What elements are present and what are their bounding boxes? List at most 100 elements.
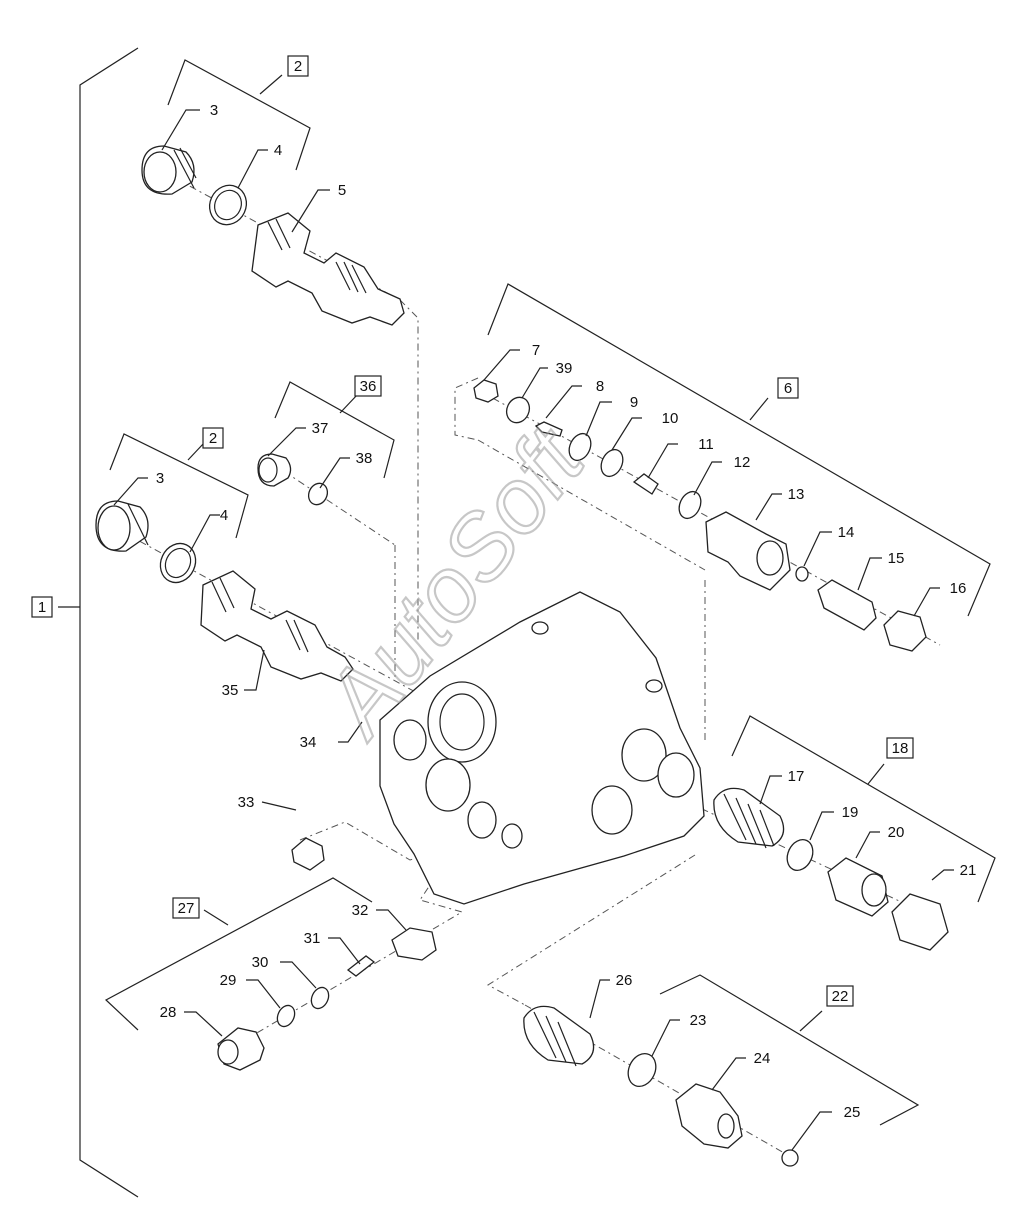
part-label-text-36: 36 [360,378,377,395]
screen-39 [505,396,531,424]
ring-9 [568,432,592,462]
part-label-text-22: 22 [832,988,849,1005]
part-label-8: 8 [596,378,604,395]
part-15 [817,579,877,631]
part-label-36: 36 [354,375,382,397]
leader-lines [113,109,954,1151]
part-label-33: 33 [238,794,255,811]
part-32 [391,927,437,961]
part-label-35: 35 [222,682,239,699]
ring-29 [276,1004,296,1028]
parts-artwork [95,145,949,1167]
part-label-text-19: 19 [842,804,859,821]
plug-3-top [141,145,197,195]
part-label-22: 22 [826,985,854,1007]
part-label-38: 38 [356,450,373,467]
part-label-34: 34 [300,734,317,751]
part-label-text-32: 32 [352,902,369,919]
part-label-3a: 3 [210,102,218,119]
part-label-text-12: 12 [734,454,751,471]
part-label-4b: 4 [220,507,228,524]
part-7 [473,379,499,403]
part-label-4a: 4 [274,142,282,159]
part-label-text-30: 30 [252,954,269,971]
part-label-text-10: 10 [662,410,679,427]
part-label-9: 9 [630,394,638,411]
part-label-box-27 [172,897,200,919]
part-labels: 1223344567891011121314151617181920212223… [31,55,977,1121]
part-label-text-13: 13 [788,486,805,503]
part-label-text-9: 9 [630,394,638,411]
part-label-39: 39 [556,360,573,377]
part-label-18: 18 [886,737,914,759]
part-label-11: 11 [698,436,714,453]
part-label-23: 23 [690,1012,707,1029]
part-label-24: 24 [754,1050,771,1067]
part-12 [678,490,702,520]
part-label-6: 6 [777,377,799,399]
ring-10 [600,448,624,478]
part-label-text-3b: 3 [156,470,164,487]
part-label-26: 26 [616,972,633,989]
pin-8 [534,421,563,437]
part-label-box-1 [31,596,53,618]
part-label-27: 27 [172,897,200,919]
part-label-text-24: 24 [754,1050,771,1067]
part-label-28: 28 [160,1004,177,1021]
spring-11 [632,473,659,495]
part-label-text-18: 18 [892,740,909,757]
part-label-12: 12 [734,454,751,471]
part-label-16: 16 [950,580,967,597]
part-label-text-26: 26 [616,972,633,989]
part-label-1: 1 [31,596,53,618]
part-label-7: 7 [532,342,540,359]
assembly-bracket-1 [58,47,139,1198]
part-label-box-18 [886,737,914,759]
part-label-text-14: 14 [838,524,855,541]
ring-23 [627,1052,657,1088]
part-label-19: 19 [842,804,859,821]
part-label-text-4b: 4 [220,507,228,524]
part-label-text-37: 37 [312,420,329,437]
part-label-14: 14 [838,524,855,541]
ring-14 [795,566,809,582]
part-label-text-31: 31 [304,930,321,947]
oring-4-top [208,184,248,226]
part-label-17: 17 [788,768,805,785]
part-label-text-25: 25 [844,1104,861,1121]
plug-3-mid [95,500,149,552]
valve-body [379,591,705,905]
spool-5 [251,212,405,326]
fitting-24 [675,1083,743,1149]
spring-26 [523,1005,595,1067]
part-label-text-4a: 4 [274,142,282,159]
part-label-21: 21 [960,862,977,879]
part-label-text-20: 20 [888,824,905,841]
part-label-box-22 [826,985,854,1007]
nut-16 [883,610,927,652]
fitting-13 [705,511,791,591]
part-label-text-33: 33 [238,794,255,811]
part-label-text-15: 15 [888,550,905,567]
part-label-29: 29 [220,972,237,989]
part-label-text-8: 8 [596,378,604,395]
part-label-text-11: 11 [698,436,714,453]
part-label-text-34: 34 [300,734,317,751]
ring-25 [781,1149,799,1167]
part-label-text-17: 17 [788,768,805,785]
insert-33 [291,837,325,871]
part-label-text-7: 7 [532,342,540,359]
part-label-box-6 [777,377,799,399]
part-label-text-28: 28 [160,1004,177,1021]
part-label-box-2b [202,427,224,449]
part-label-text-2a: 2 [294,58,302,75]
plug-37 [257,453,292,487]
part-label-32: 32 [352,902,369,919]
spring-31 [346,955,376,977]
part-label-text-1: 1 [38,599,46,616]
spring-17 [713,787,785,849]
part-label-box-36 [354,375,382,397]
part-label-text-2b: 2 [209,430,217,447]
